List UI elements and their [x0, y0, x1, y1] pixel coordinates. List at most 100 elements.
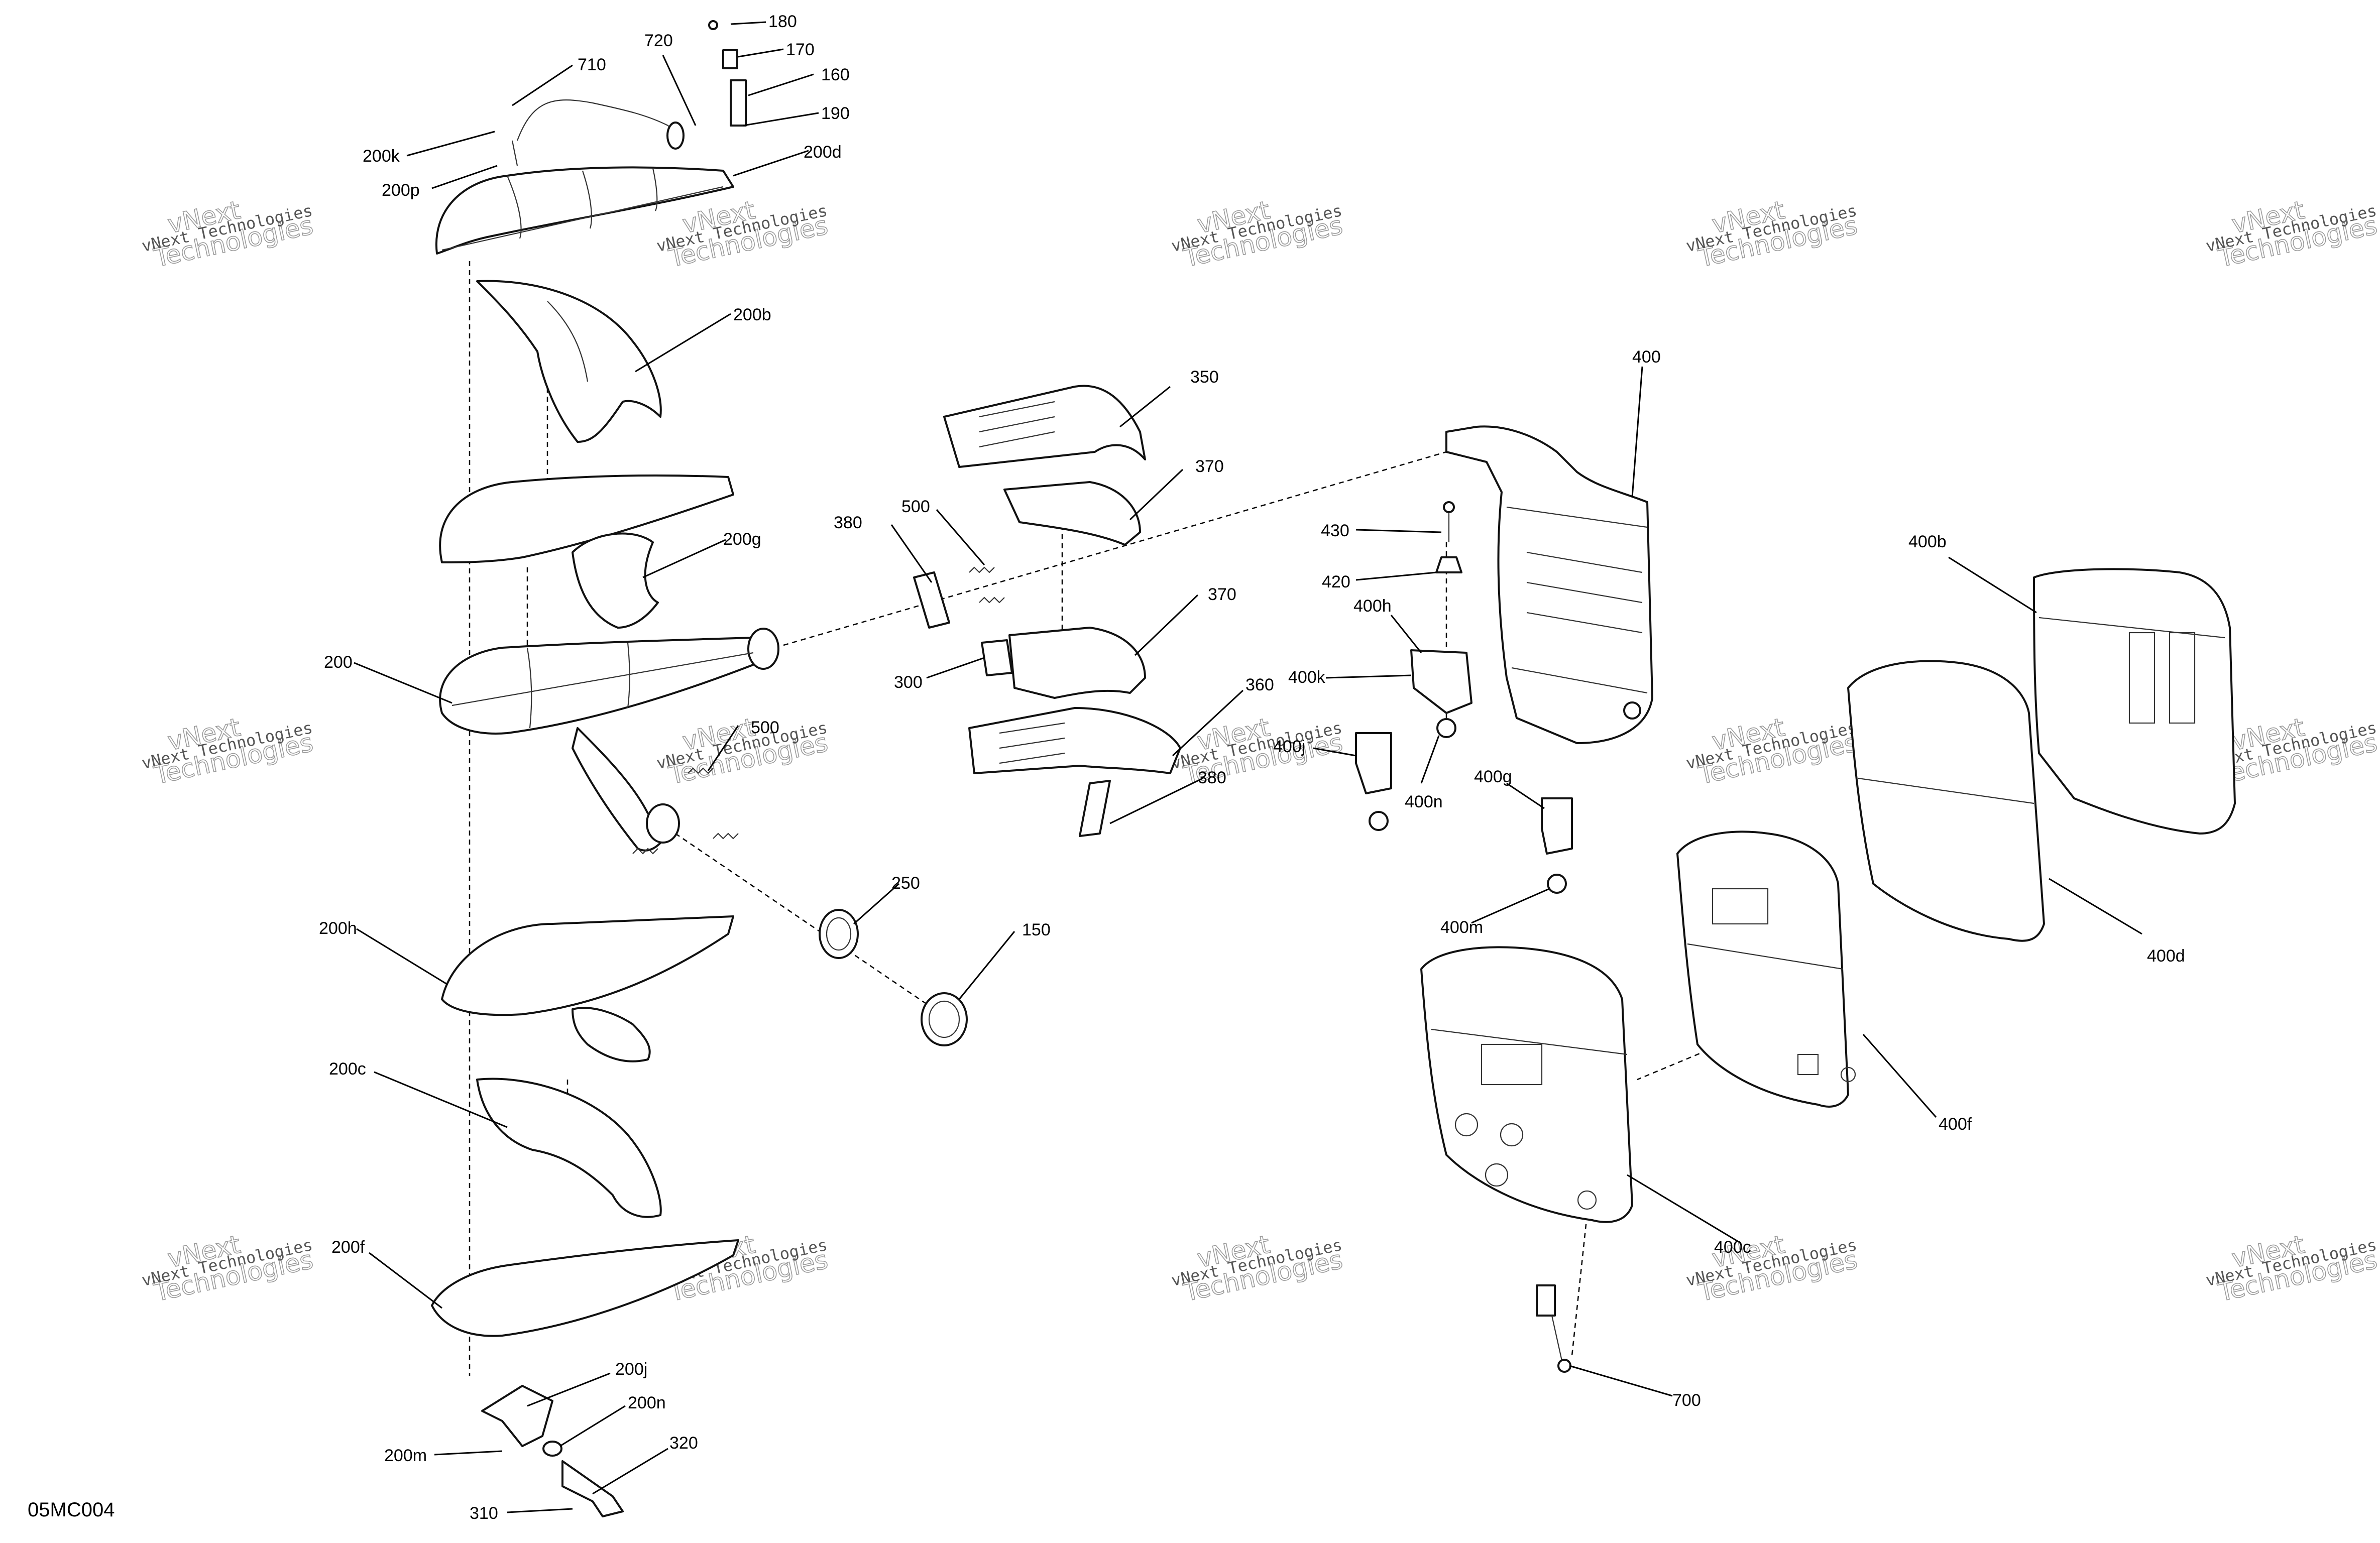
callout-720: 720 [644, 31, 673, 50]
leader-line [890, 524, 933, 583]
part-400b-shield [2033, 568, 2236, 835]
assembly-axis [667, 827, 950, 1020]
leader-line [527, 1372, 611, 1407]
leader-line [1172, 689, 1244, 757]
leader-line [1109, 777, 1203, 824]
callout-200n: 200n [628, 1393, 666, 1412]
callout-180: 180 [768, 12, 797, 31]
leader-line [1471, 888, 1550, 924]
part-300-clip [981, 639, 1013, 676]
part-360-shield [968, 707, 1181, 774]
leader-line [1325, 674, 1412, 679]
leader-line [354, 662, 452, 704]
watermark: vNext Technologies vNext Technologies [655, 712, 831, 790]
leader-line [512, 64, 573, 106]
callout-400k: 400k [1288, 668, 1326, 687]
part-200j-bracket [481, 1385, 553, 1447]
callout-360: 360 [1245, 675, 1274, 694]
part-370-shield-bottom [1008, 627, 1146, 699]
watermark: vNext Technologies vNext Technologies [1684, 1229, 1861, 1308]
leader-line [507, 1508, 573, 1513]
part-400j-bracket [1355, 732, 1392, 831]
part-710-sensor-harness [511, 20, 747, 166]
callout-160: 160 [821, 65, 850, 84]
leader-line [592, 1448, 668, 1495]
callout-400b: 400b [1908, 532, 1947, 551]
callout-200h: 200h [319, 919, 357, 938]
leader-line [374, 1071, 508, 1128]
part-200d-heat-shield [435, 166, 734, 255]
leader-line [431, 165, 498, 189]
part-200-tuned-pipe [439, 628, 779, 852]
callout-350: 350 [1190, 368, 1219, 387]
part-500-springs-left [632, 767, 739, 855]
leader-line [559, 1405, 626, 1447]
part-500-springs-center [969, 566, 1005, 604]
leader-line [369, 1252, 442, 1309]
part-400-muffler [1445, 425, 1653, 744]
leader-line [356, 928, 447, 985]
callout-400f: 400f [1939, 1115, 1972, 1134]
callout-200j: 200j [615, 1360, 647, 1379]
leader-line [738, 48, 784, 58]
leader-line [406, 131, 495, 157]
leader-line [1862, 1034, 1937, 1118]
callout-400h: 400h [1353, 597, 1392, 616]
callout-500-center: 500 [901, 497, 930, 516]
assembly-lines [469, 261, 2085, 1376]
callout-170: 170 [786, 40, 815, 59]
callout-200: 200 [324, 653, 353, 672]
callout-200c: 200c [329, 1059, 366, 1079]
part-420-grommet [1435, 556, 1462, 573]
callout-200b: 200b [733, 305, 771, 324]
leader-line [1129, 468, 1184, 521]
watermark: vNext Technologies vNext Technologies [2204, 195, 2380, 273]
callout-200k: 200k [363, 147, 400, 166]
callout-190: 190 [821, 104, 850, 123]
leader-line [1355, 571, 1437, 581]
part-200g-shield [439, 474, 734, 629]
part-400g-bracket [1541, 797, 1573, 894]
leader-line [707, 725, 739, 771]
leader-line [1313, 747, 1356, 757]
assembly-axis [1571, 1215, 1588, 1356]
callout-200g: 200g [723, 530, 761, 549]
watermark: vNext Technologies vNext Technologies [1170, 712, 1346, 790]
leader-line [1355, 529, 1442, 533]
callout-400c: 400c [1714, 1238, 1751, 1257]
part-380-clip-top [913, 571, 950, 629]
leader-line [1119, 386, 1171, 428]
leader-line [853, 883, 899, 925]
leader-line [1134, 594, 1199, 656]
part-250-gasket [819, 909, 859, 959]
watermark: vNext Technologies vNext Technologies [2204, 1229, 2380, 1308]
part-150-gasket [921, 992, 968, 1046]
part-400c-shield [1420, 946, 1633, 1223]
part-400h-bracket [1410, 649, 1472, 738]
part-370-shield-top [1003, 481, 1141, 546]
part-400d-shield [1847, 660, 2045, 942]
part-350-shield [943, 385, 1146, 468]
leader-line [958, 931, 1015, 1000]
leader-lines [354, 21, 2142, 1513]
callout-400: 400 [1632, 347, 1661, 367]
callout-320: 320 [669, 1434, 698, 1453]
callout-200d: 200d [804, 143, 842, 162]
leader-line [1631, 366, 1643, 498]
callout-300: 300 [894, 673, 923, 692]
callout-200f: 200f [331, 1238, 365, 1257]
part-200f-heat-shield [431, 1239, 739, 1337]
part-320-bracket [561, 1460, 624, 1517]
callout-200m: 200m [384, 1446, 427, 1465]
callout-310: 310 [470, 1504, 498, 1523]
callout-labels: 180 170 160 190 720 710 200k 200p 200d 2… [319, 12, 2185, 1523]
callout-370-top: 370 [1195, 457, 1224, 476]
part-200h-shield [441, 915, 734, 1062]
leader-line [936, 509, 985, 565]
leader-line [642, 539, 726, 578]
callout-380-top: 380 [834, 513, 862, 532]
callout-400n: 400n [1405, 792, 1443, 811]
callout-250: 250 [891, 874, 920, 893]
callout-700: 700 [1672, 1391, 1701, 1410]
